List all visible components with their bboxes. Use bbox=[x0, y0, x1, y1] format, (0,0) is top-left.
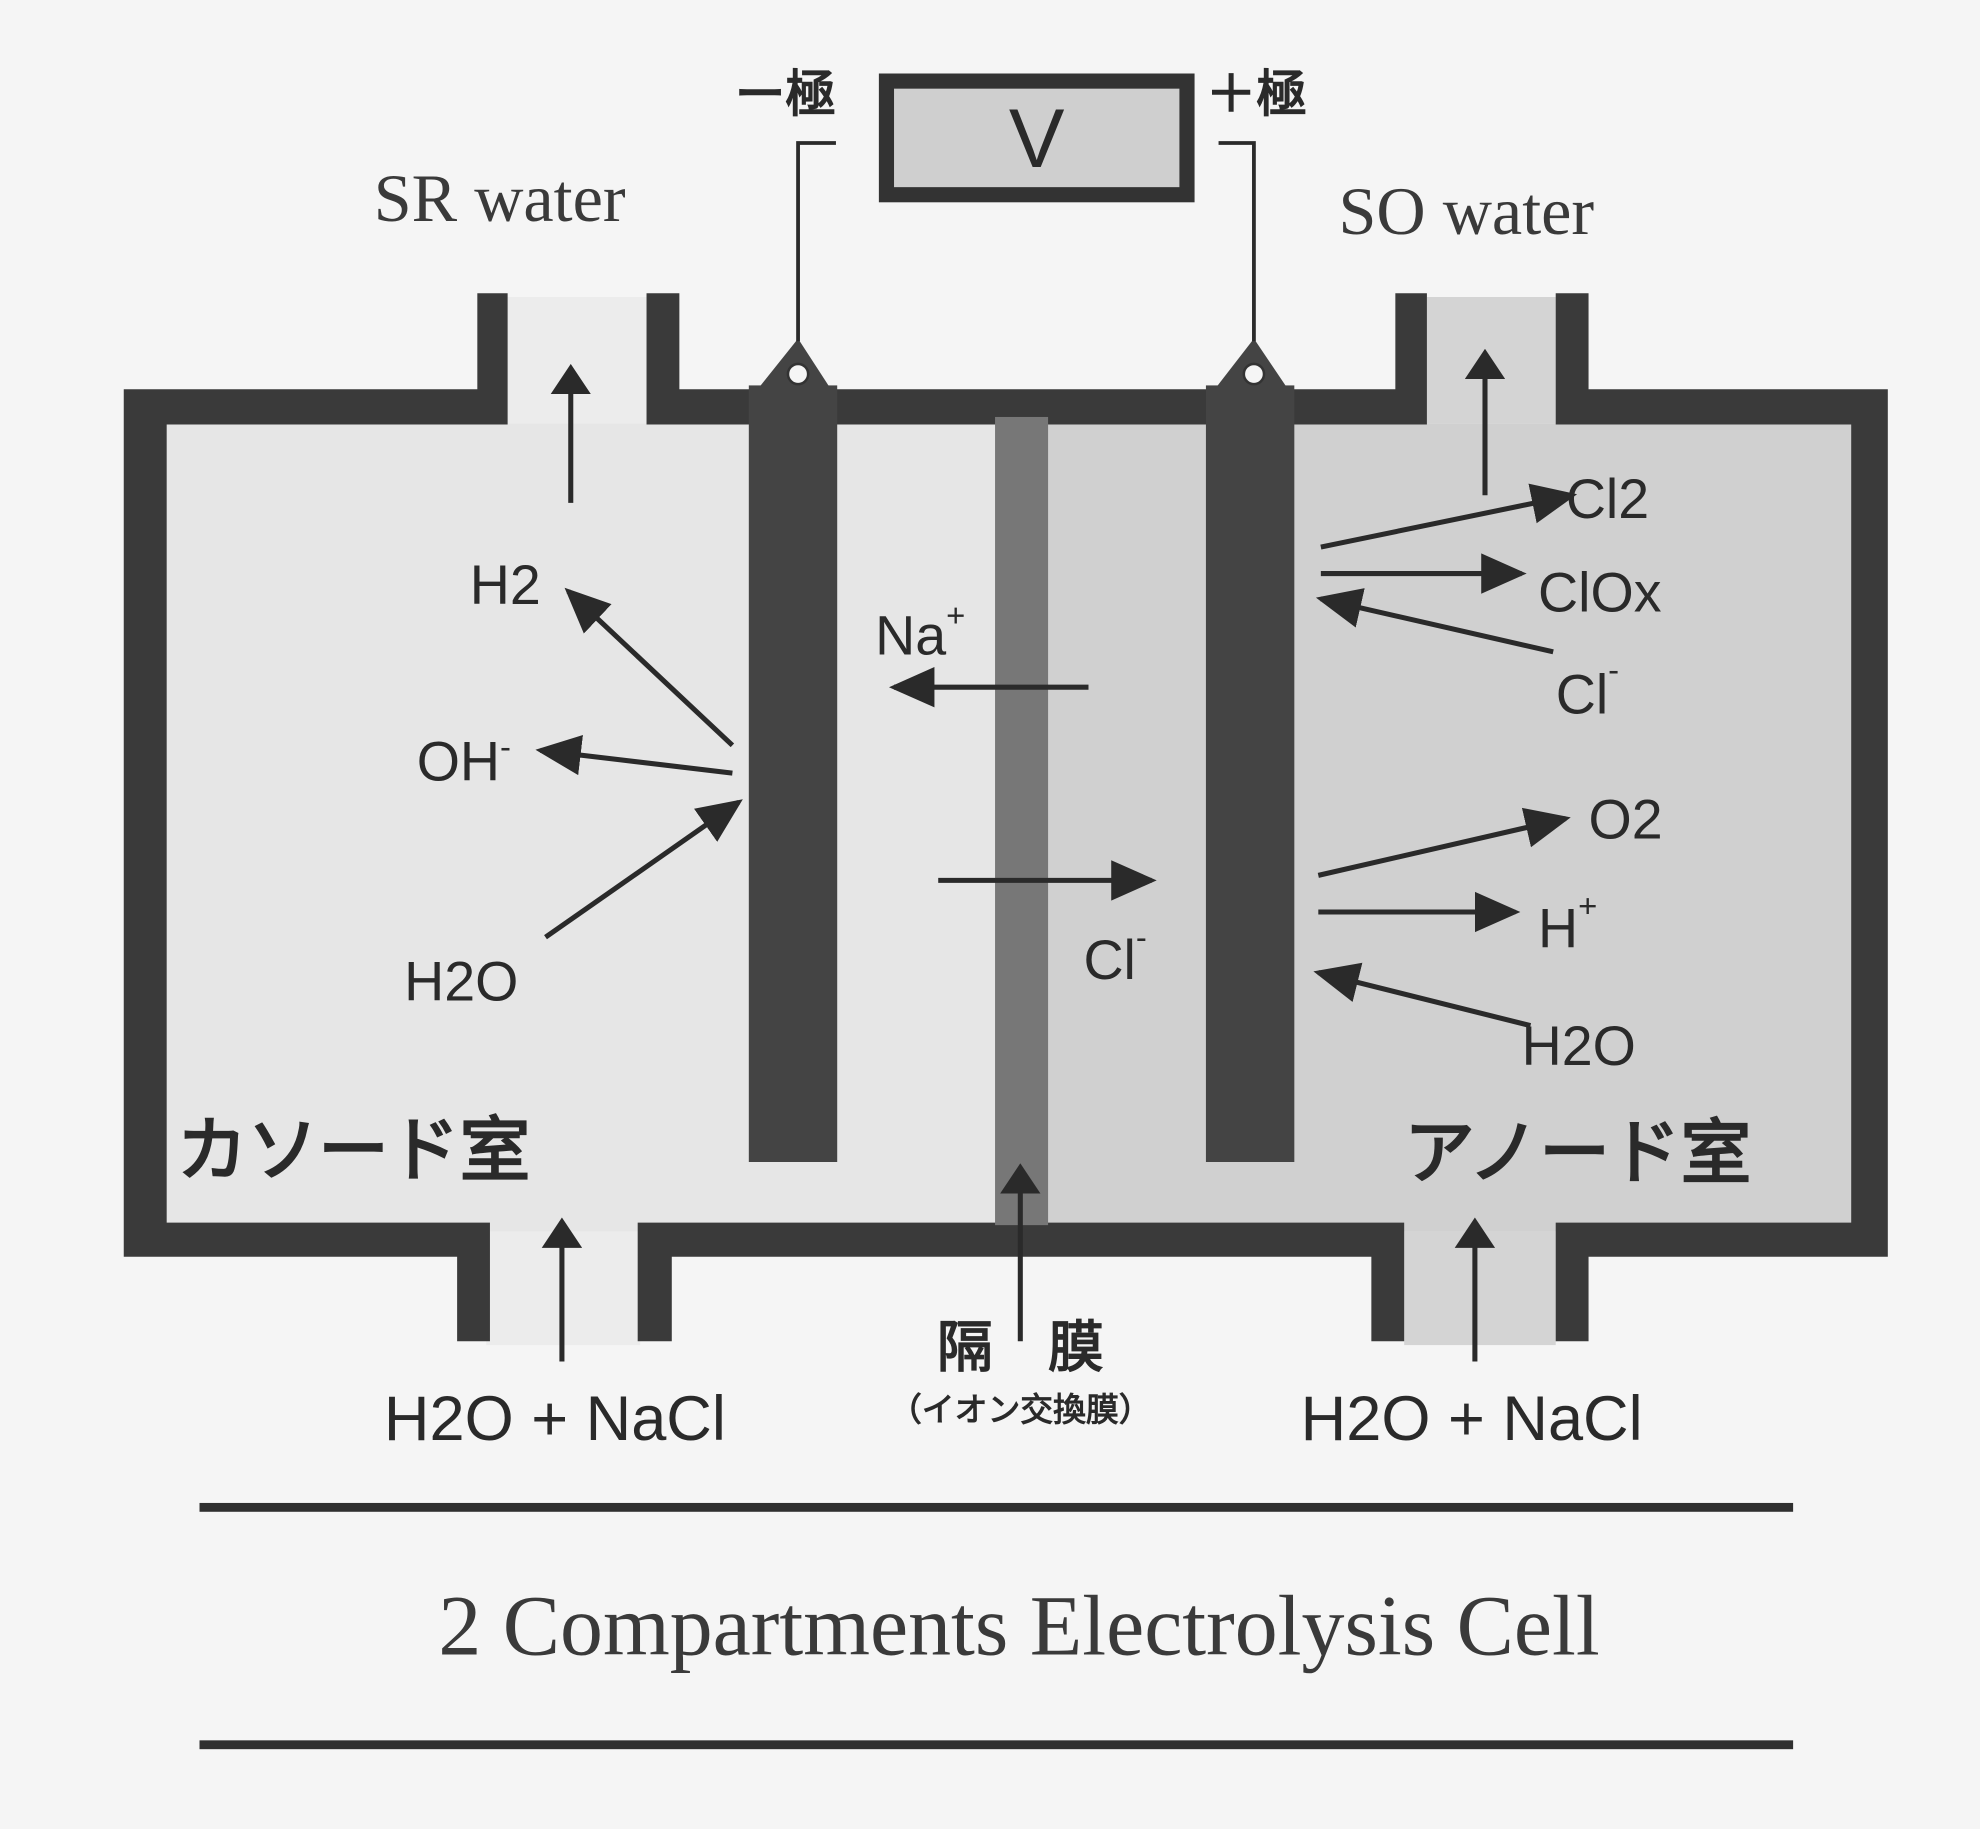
h2-arrow bbox=[564, 587, 735, 748]
h2o-cathode-label: H2O bbox=[404, 950, 518, 1012]
negative-pole-label: ー極 bbox=[735, 64, 836, 123]
o2-label: O2 bbox=[1589, 789, 1663, 851]
cl2-label: Cl2 bbox=[1566, 468, 1649, 530]
diagram-title: 2 Compartments Electrolysis Cell bbox=[438, 1577, 1599, 1673]
membrane-label: 隔 膜 bbox=[937, 1316, 1104, 1381]
positive-pole-label: ＋極 bbox=[1206, 64, 1307, 123]
right-inlet-fill bbox=[1404, 1231, 1556, 1346]
ion-exchange-membrane bbox=[995, 416, 1049, 1226]
left-inlet-label: H2O + NaCl bbox=[384, 1384, 726, 1454]
cathode-chamber-fill bbox=[164, 423, 1023, 1232]
oh-label: OH- bbox=[417, 728, 511, 793]
right-outlet-fill bbox=[1426, 297, 1556, 424]
right-inlet-label: H2O + NaCl bbox=[1301, 1384, 1643, 1454]
voltmeter: V bbox=[878, 73, 1195, 203]
cl-anode-label: Cl- bbox=[1556, 651, 1619, 726]
sr-water-label: SR water bbox=[374, 160, 626, 236]
negative-wire bbox=[796, 141, 836, 342]
h2o-anode-label: H2O bbox=[1522, 1015, 1636, 1077]
left-outlet-fill bbox=[505, 297, 647, 424]
anode-chamber-fill bbox=[1035, 423, 1857, 1232]
cathode-electrode bbox=[748, 385, 838, 1162]
membrane-sublabel: （イオン交換膜） bbox=[889, 1391, 1152, 1429]
h2o-cathode-arrow bbox=[544, 799, 743, 940]
clox-label: ClOx bbox=[1538, 561, 1662, 623]
caption-top-rule bbox=[199, 1502, 1794, 1512]
cl2-arrow bbox=[1320, 483, 1578, 550]
h-ion-label: H+ bbox=[1538, 887, 1597, 959]
so-water-label: SO water bbox=[1339, 173, 1595, 249]
voltmeter-label: V bbox=[1009, 92, 1065, 185]
anode-chamber-label: アノード室 bbox=[1404, 1111, 1751, 1194]
cathode-chamber-label: カソード室 bbox=[177, 1109, 531, 1192]
positive-wire bbox=[1218, 141, 1256, 342]
na-ion-label: Na+ bbox=[875, 597, 965, 667]
h2-label: H2 bbox=[470, 554, 541, 616]
oh-arrow bbox=[535, 735, 733, 776]
anode-electrode bbox=[1205, 385, 1295, 1162]
o2-arrow bbox=[1317, 807, 1571, 878]
cl-ion-membrane-label: Cl- bbox=[1083, 919, 1146, 991]
cell-walls bbox=[123, 293, 1888, 1342]
h2o-anode-arrow bbox=[1313, 962, 1532, 1029]
caption-bottom-rule bbox=[199, 1740, 1794, 1750]
cl-anode-arrow bbox=[1315, 588, 1554, 655]
